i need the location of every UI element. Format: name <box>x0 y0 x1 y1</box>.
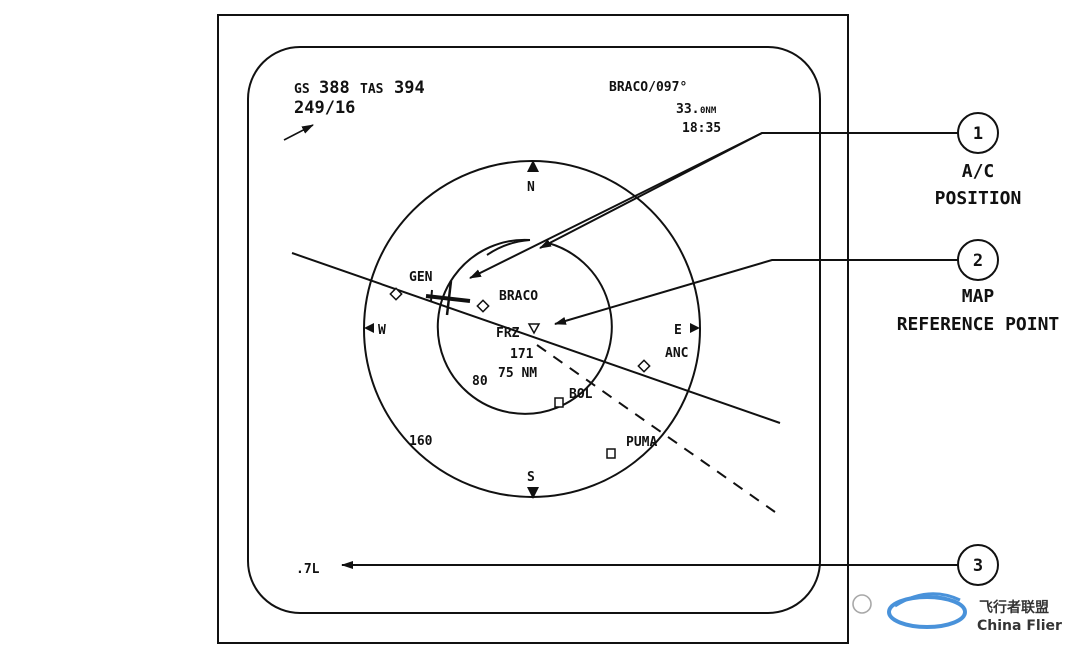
wind-arrow-icon <box>283 124 314 141</box>
distance-unit: 0NM <box>700 106 717 116</box>
waypoint-frz-label: FRZ <box>496 326 520 341</box>
compass-north: N <box>527 180 535 195</box>
callout-2-leader <box>554 259 958 325</box>
wechat-icon <box>852 594 872 614</box>
eta-readout: 18:35 <box>682 121 721 136</box>
route-course: 171 <box>510 347 534 362</box>
range-ring-outer-label: 160 <box>409 434 433 449</box>
callout-1-line2: POSITION <box>935 188 1022 209</box>
waypoint-bol-label: BOL <box>569 387 593 402</box>
compass-west: W <box>378 323 386 338</box>
waypoint-braco-label: BRACO <box>499 289 538 304</box>
callout-3: 3 <box>957 544 999 586</box>
route-distance: 75 NM <box>498 366 537 381</box>
tas-label: TAS <box>360 82 384 97</box>
route-dashed-line <box>536 344 776 513</box>
waypoint-braco-symbol <box>476 299 490 313</box>
waypoint-anc-symbol <box>637 359 651 373</box>
distance-value: 33. <box>676 102 699 117</box>
inner-range-ring-arc-top <box>486 239 531 256</box>
outer-frame <box>217 14 849 644</box>
china-flier-logo-icon <box>887 595 967 629</box>
callout-3-number: 3 <box>973 556 983 576</box>
range-ring-inner-label: 80 <box>472 374 488 389</box>
waypoint-puma-label: PUMA <box>626 435 657 450</box>
waypoint-bearing: BRACO/097° <box>609 80 687 95</box>
compass-east: E <box>674 323 682 338</box>
waypoint-gen-label: GEN <box>409 270 433 285</box>
north-pointer-icon <box>527 160 539 172</box>
callout-1-leader <box>469 132 958 279</box>
tas-value: 394 <box>394 78 425 98</box>
gs-value: 388 <box>319 78 350 98</box>
waypoint-gen-symbol <box>389 287 403 301</box>
callout-2-line1: MAP <box>962 286 995 307</box>
watermark: 飞行者联盟 China Flier <box>852 592 1062 634</box>
plane-swoosh-icon <box>894 592 961 608</box>
display-bezel <box>247 46 821 614</box>
route-line <box>291 252 781 424</box>
callout-2-line2: REFERENCE POINT <box>897 314 1060 335</box>
wind-readout: 249/16 <box>294 98 355 118</box>
watermark-en: China Flier <box>977 618 1062 634</box>
inner-range-ring-arc <box>436 238 613 415</box>
watermark-cn: 飞行者联盟 <box>979 599 1049 616</box>
east-pointer-icon <box>690 323 700 333</box>
callout-1-number: 1 <box>973 124 983 144</box>
aircraft-symbol-icon <box>425 280 471 316</box>
gs-tas-readout: GS 388 TAS 394 <box>294 78 425 98</box>
waypoint-bol-symbol <box>554 397 564 408</box>
gs-label: GS <box>294 82 310 97</box>
distance-readout: 33. 0NM <box>676 102 717 117</box>
callout-1: 1 <box>957 112 999 154</box>
callout-2: 2 <box>957 239 999 281</box>
range-setting: .7L <box>296 562 320 577</box>
waypoint-frz-symbol <box>527 323 541 335</box>
callout-1-leader-b <box>539 132 763 249</box>
callout-1-line1: A/C <box>962 161 995 182</box>
waypoint-puma-symbol <box>606 448 616 459</box>
west-pointer-icon <box>364 323 374 333</box>
callout-2-number: 2 <box>973 251 983 271</box>
compass-south: S <box>527 470 535 485</box>
waypoint-anc-label: ANC <box>665 346 688 361</box>
south-pointer-icon <box>527 487 539 499</box>
